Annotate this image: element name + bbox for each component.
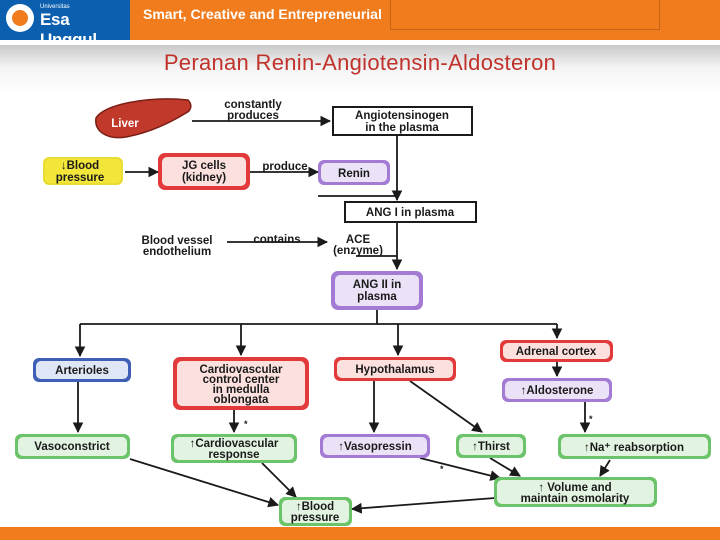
thirst-node: ↑Thirst: [456, 434, 526, 458]
ang2-line2: plasma: [357, 291, 397, 303]
header-stripe: [0, 40, 720, 45]
angiotensinogen-line1: Angiotensinogen: [355, 110, 449, 122]
renin-label: Renin: [338, 168, 370, 180]
cardio-response-line2: response: [208, 449, 259, 461]
logo-small-text: Universitas: [40, 4, 70, 10]
liver-node: Liver: [95, 98, 192, 139]
jg-cells-node: JG cells (kidney): [158, 153, 250, 190]
jg-line1: JG cells: [182, 160, 226, 172]
arrow-vasoconstrict-to-bp: [129, 458, 280, 508]
produce-label: produce: [262, 161, 307, 173]
star-marker: *: [244, 419, 248, 429]
cardio-center-line2: control center: [203, 374, 280, 386]
vasoconstrict-label: Vasoconstrict: [34, 441, 110, 453]
volume-line2: maintain osmolarity: [521, 493, 630, 505]
contains-label: contains: [253, 234, 300, 246]
bp-bottom-line1: ↑Blood: [296, 501, 334, 513]
arrow-hypo-to-thirst: [409, 380, 483, 433]
aldosterone-label: ↑Aldosterone: [521, 385, 594, 397]
page-title: Peranan Renin-Angiotensin-Aldosteron: [163, 50, 557, 75]
vasopressin-node: ↑Vasopressin: [320, 434, 430, 458]
logo-text: Esa Unggul: [40, 10, 97, 49]
arrow-cardioresponse-to-bp: [261, 462, 297, 498]
ang1-node: ANG I in plasma: [344, 201, 477, 223]
arterioles-label: Arterioles: [55, 365, 109, 377]
na-reabsorption-node: ↑Na⁺ reabsorption: [558, 434, 711, 459]
footer-bar: [0, 527, 720, 540]
angiotensinogen-line2: in the plasma: [365, 122, 439, 134]
cardio-response-node: ↑Cardiovascular response: [171, 434, 297, 463]
arrow-vasopressin-to-volume: [419, 457, 502, 481]
na-reabsorption-label: ↑Na⁺ reabsorption: [584, 442, 684, 454]
vasoconstrict-node: Vasoconstrict: [15, 434, 130, 459]
star-marker: *: [440, 464, 444, 474]
connectors: [72, 115, 611, 514]
bp-top-line1: ↓Blood: [61, 160, 99, 172]
endothelium-line2: endothelium: [143, 246, 211, 258]
volume-line1: ↑ Volume and: [538, 482, 611, 494]
hypothalamus-node: Hypothalamus: [334, 357, 456, 381]
arterioles-node: Arterioles: [33, 358, 131, 382]
cardio-response-line1: ↑Cardiovascular: [190, 438, 279, 450]
ace-line1: ACE: [346, 234, 371, 246]
ang2-line1: ANG II in: [353, 279, 402, 291]
university-logo: Universitas Esa Unggul: [0, 0, 130, 49]
produces-label: produces: [227, 110, 279, 122]
adrenal-label: Adrenal cortex: [516, 346, 597, 358]
cardio-center-line1: Cardiovascular: [199, 364, 283, 376]
constantly-label: constantly: [224, 99, 282, 111]
title-band: [0, 45, 720, 95]
blood-pressure-bottom-node: ↑Blood pressure: [279, 497, 352, 526]
angiotensinogen-node: Angiotensinogen in the plasma: [332, 106, 473, 136]
tagline: Smart, Creative and Entrepreneurial: [143, 6, 382, 22]
ace-line2: (enzyme): [333, 245, 383, 257]
bp-bottom-line2: pressure: [291, 512, 340, 524]
cardio-center-line4: oblongata: [214, 394, 270, 406]
hypothalamus-label: Hypothalamus: [355, 364, 434, 376]
cardio-center-line3: in medulla: [213, 384, 270, 396]
renin-node: Renin: [318, 160, 390, 185]
cardio-center-node: Cardiovascular control center in medulla…: [173, 357, 309, 410]
bp-top-line2: pressure: [56, 172, 105, 184]
header-decoration: [390, 0, 660, 30]
arrow-thirst-to-volume: [489, 457, 521, 477]
ang2-node: ANG II in plasma: [331, 271, 423, 310]
ang1-label: ANG I in plasma: [366, 207, 455, 219]
star-marker: *: [589, 414, 593, 424]
logo-emblem-inner: [12, 10, 28, 26]
aldosterone-node: ↑Aldosterone: [502, 378, 612, 402]
arrow-volume-to-bp: [350, 497, 496, 514]
thirst-label: ↑Thirst: [472, 441, 510, 453]
arrow-na-to-volume: [599, 459, 611, 477]
volume-osmolarity-node: ↑ Volume and maintain osmolarity: [494, 477, 657, 507]
adrenal-cortex-node: Adrenal cortex: [500, 340, 613, 362]
endothelium-line1: Blood vessel: [142, 235, 213, 247]
jg-line2: (kidney): [182, 172, 226, 184]
blood-pressure-top-node: ↓Blood pressure: [41, 155, 125, 187]
liver-label: Liver: [111, 118, 139, 130]
vasopressin-label: ↑Vasopressin: [338, 441, 412, 453]
